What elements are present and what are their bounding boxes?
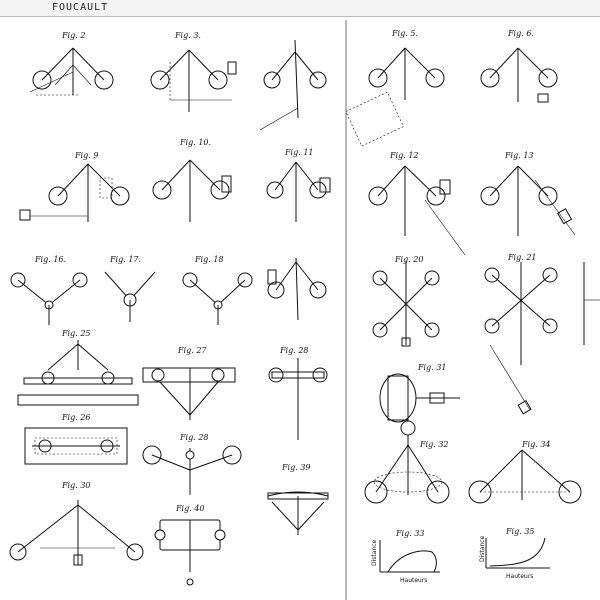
fig-3-diagram xyxy=(150,49,237,112)
fig-4-diagram xyxy=(259,39,327,131)
fig-label: Fig. 10. xyxy=(179,138,211,147)
fig-label: Fig. 28 xyxy=(279,346,309,355)
fig-label: Fig. 2 xyxy=(61,31,85,40)
y-axis-label: Distance xyxy=(371,539,378,566)
header-title: FOUCAULT xyxy=(52,2,109,13)
fig-label: Fig. 3. xyxy=(174,31,201,40)
page-header: FOUCAULT xyxy=(0,0,600,17)
fig-32-diagram xyxy=(364,420,450,504)
fig-13-diagram xyxy=(480,165,576,236)
fig-label: Fig. 33 xyxy=(395,529,425,538)
fig-label: Fig. 31 xyxy=(417,363,447,372)
fig-21-diagram xyxy=(484,262,558,415)
fig-19-diagram xyxy=(267,257,327,321)
fig-label: Fig. 32 xyxy=(419,440,449,449)
fig-27-diagram xyxy=(142,367,236,420)
fig-label: Fig. 13 xyxy=(504,151,534,160)
x-axis-label: Hauteurs xyxy=(400,577,427,584)
fig-17-diagram xyxy=(104,271,156,322)
fig-22-diagram xyxy=(583,262,600,345)
fig-25-diagram xyxy=(17,340,139,406)
fig-18-diagram xyxy=(182,272,253,325)
fig-39-diagram xyxy=(267,491,329,535)
fig-label: Fig. 28 xyxy=(179,433,209,442)
fig-label: Fig. 20 xyxy=(394,255,424,264)
fig-9-diagram xyxy=(19,163,130,222)
fig-30-diagram xyxy=(9,500,144,566)
fig-label: Fig. 27 xyxy=(177,346,207,355)
fig-31-diagram xyxy=(379,373,460,423)
fig-6-diagram xyxy=(480,47,558,103)
fig-10-diagram xyxy=(152,159,232,222)
fig-label: Fig. 11 xyxy=(284,148,314,157)
fig-40-diagram xyxy=(154,519,226,586)
fig-label: Fig. 21 xyxy=(507,253,537,262)
fig-33-graph xyxy=(379,540,440,573)
fig-34-diagram xyxy=(468,449,582,504)
fig-label: Fig. 9 xyxy=(74,151,98,160)
x-axis-label: Hauteurs xyxy=(506,573,533,580)
fig-label: Fig. 34 xyxy=(521,440,551,449)
fig-2-diagram xyxy=(29,47,114,96)
fig-label: Fig. 12 xyxy=(389,151,419,160)
fig-28a-diagram xyxy=(268,358,328,440)
fig-26-diagram xyxy=(24,427,128,465)
fig-28b-diagram xyxy=(142,445,242,495)
fig-label: Fig. 25 xyxy=(61,329,91,338)
fig-label: Fig. 16. xyxy=(34,255,66,264)
fig-label: Fig. 30 xyxy=(61,481,91,490)
fig-label: Fig. 17. xyxy=(109,255,141,264)
fig-label: Fig. 26 xyxy=(61,413,91,422)
fig-5-diagram xyxy=(345,47,445,147)
y-axis-label: Distance xyxy=(479,535,486,562)
fig-label: Fig. 18 xyxy=(194,255,224,264)
fig-label: Fig. 5. xyxy=(391,29,418,38)
fig-16-diagram xyxy=(10,272,88,325)
fig-label: Fig. 40 xyxy=(175,504,205,513)
fig-label: Fig. 39 xyxy=(281,463,311,472)
fig-label: Fig. 6. xyxy=(507,29,534,38)
fig-12-diagram xyxy=(368,165,466,256)
fig-label: Fig. 35 xyxy=(505,527,535,536)
fig-20-diagram xyxy=(372,262,440,347)
fig-11-diagram xyxy=(266,161,331,222)
fig-35-graph xyxy=(485,537,550,569)
